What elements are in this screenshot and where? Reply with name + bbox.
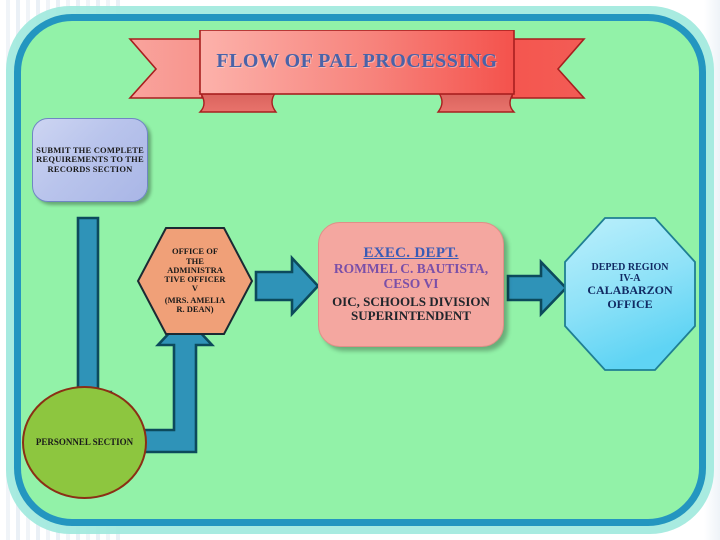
records-section-label: SUBMIT THE COMPLETE REQUIREMENTS TO THE …: [36, 145, 144, 174]
deped-region-octagon[interactable]: DEPED REGION IV-A CALABARZON OFFICE: [563, 216, 697, 372]
hex-line-3: ADMINISTRA: [167, 264, 223, 275]
hex-line-5: V: [191, 283, 199, 294]
oct-line-3: CALABARZON: [587, 283, 673, 298]
deped-region-label: DEPED REGION IV-A CALABARZON OFFICE: [573, 262, 687, 311]
oct-line-4: OFFICE: [607, 296, 653, 311]
hex-line-7: R. DEAN): [176, 304, 214, 315]
ribbon-shape: [128, 30, 586, 113]
personnel-section-circle[interactable]: PERSONNEL SECTION: [22, 386, 147, 499]
executive-department-box[interactable]: EXEC. DEPT. ROMMEL C. BAUTISTA, CESO VI …: [318, 222, 504, 347]
exec-dept-heading: EXEC. DEPT.: [363, 244, 459, 261]
hexagon-shape: [136, 227, 254, 335]
hex-line-6: (MRS. AMELIA: [164, 295, 226, 306]
exec-dept-role: OIC, SCHOOLS DIVISION SUPERINTENDENT: [332, 294, 490, 324]
hex-line-4: TIVE OFFICER: [164, 273, 226, 284]
oct-line-2: IV-A: [619, 273, 641, 285]
hex-line-1: OFFICE OF: [171, 246, 219, 257]
administrative-officer-hexagon[interactable]: OFFICE OF THE ADMINISTRA TIVE OFFICER V …: [136, 226, 254, 336]
octagon-shape: [564, 217, 696, 371]
title-ribbon: FLOW OF PAL PROCESSING: [128, 30, 586, 122]
oct-line-1: DEPED REGION: [591, 262, 669, 273]
administrative-officer-label: OFFICE OF THE ADMINISTRA TIVE OFFICER V …: [150, 236, 240, 326]
hex-line-2: THE: [186, 255, 204, 266]
records-section-box[interactable]: SUBMIT THE COMPLETE REQUIREMENTS TO THE …: [32, 118, 148, 202]
personnel-section-label: PERSONNEL SECTION: [35, 436, 134, 447]
page-title: FLOW OF PAL PROCESSING: [216, 49, 498, 72]
exec-dept-person: ROMMEL C. BAUTISTA, CESO VI: [333, 261, 489, 291]
